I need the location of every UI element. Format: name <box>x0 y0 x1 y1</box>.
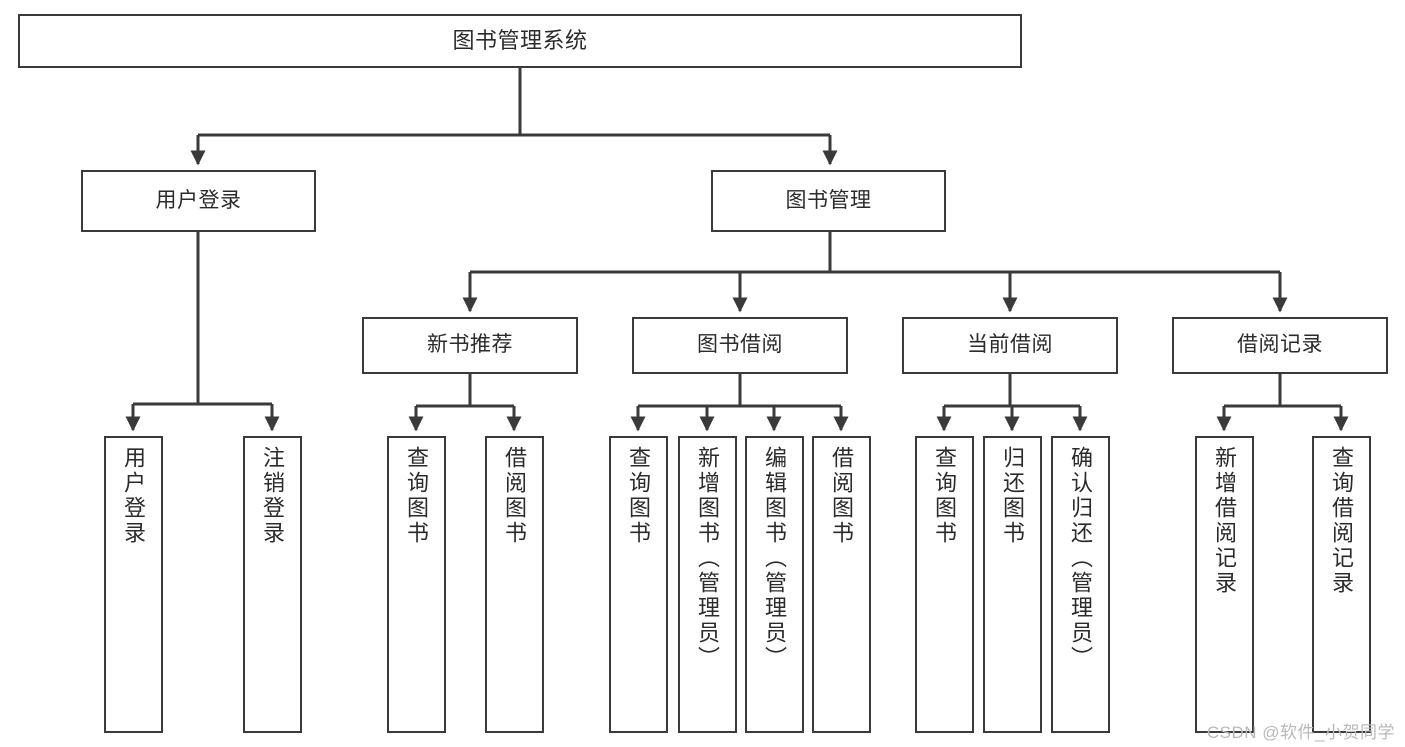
node-book-borrow-label: 图书借阅 <box>697 333 783 357</box>
node-leaf-logout[interactable]: 注销登录 <box>243 436 302 733</box>
node-leaf-borrow-book-2[interactable]: 借阅图书 <box>812 436 871 733</box>
node-new-book-recommend[interactable]: 新书推荐 <box>362 317 578 374</box>
node-leaf-query-book-1-label: 查询图书 <box>404 446 430 546</box>
node-current-borrow[interactable]: 当前借阅 <box>902 317 1118 374</box>
node-book-borrow[interactable]: 图书借阅 <box>632 317 848 374</box>
node-book-manage-label: 图书管理 <box>785 188 872 212</box>
node-leaf-query-record-label: 查询借阅记录 <box>1329 446 1355 596</box>
watermark: CSDN @软件_小贺同学 <box>1206 723 1395 742</box>
node-leaf-user-login[interactable]: 用户登录 <box>104 436 163 733</box>
node-leaf-logout-label: 注销登录 <box>260 446 286 546</box>
node-leaf-borrow-book-2-label: 借阅图书 <box>829 446 855 546</box>
node-leaf-query-book-3-label: 查询图书 <box>932 446 958 546</box>
node-leaf-edit-book-label: 编辑图书（管理员） <box>762 446 788 671</box>
node-borrow-record-label: 借阅记录 <box>1237 333 1323 357</box>
node-root-system-label: 图书管理系统 <box>452 28 588 54</box>
node-leaf-return-book-label: 归还图书 <box>1000 446 1026 546</box>
node-leaf-query-record[interactable]: 查询借阅记录 <box>1312 436 1371 733</box>
node-leaf-confirm-return-label: 确认归还（管理员） <box>1068 446 1094 671</box>
node-leaf-confirm-return[interactable]: 确认归还（管理员） <box>1051 436 1110 733</box>
node-leaf-user-login-label: 用户登录 <box>121 446 147 546</box>
node-user-login[interactable]: 用户登录 <box>81 170 316 232</box>
node-leaf-add-book-label: 新增图书（管理员） <box>695 446 721 671</box>
node-new-book-recommend-label: 新书推荐 <box>427 333 513 357</box>
node-book-manage[interactable]: 图书管理 <box>711 170 946 232</box>
node-root-system[interactable]: 图书管理系统 <box>18 14 1022 68</box>
node-leaf-return-book[interactable]: 归还图书 <box>983 436 1042 733</box>
node-leaf-borrow-book-1[interactable]: 借阅图书 <box>485 436 544 733</box>
node-leaf-add-record-label: 新增借阅记录 <box>1212 446 1238 596</box>
node-leaf-add-record[interactable]: 新增借阅记录 <box>1195 436 1254 733</box>
node-leaf-add-book[interactable]: 新增图书（管理员） <box>678 436 737 733</box>
node-user-login-label: 用户登录 <box>155 188 242 212</box>
node-leaf-borrow-book-1-label: 借阅图书 <box>502 446 528 546</box>
node-leaf-query-book-2[interactable]: 查询图书 <box>609 436 668 733</box>
node-current-borrow-label: 当前借阅 <box>967 333 1053 357</box>
node-leaf-edit-book[interactable]: 编辑图书（管理员） <box>745 436 804 733</box>
node-leaf-query-book-1[interactable]: 查询图书 <box>387 436 446 733</box>
node-leaf-query-book-3[interactable]: 查询图书 <box>915 436 974 733</box>
node-leaf-query-book-2-label: 查询图书 <box>626 446 652 546</box>
node-borrow-record[interactable]: 借阅记录 <box>1172 317 1388 374</box>
